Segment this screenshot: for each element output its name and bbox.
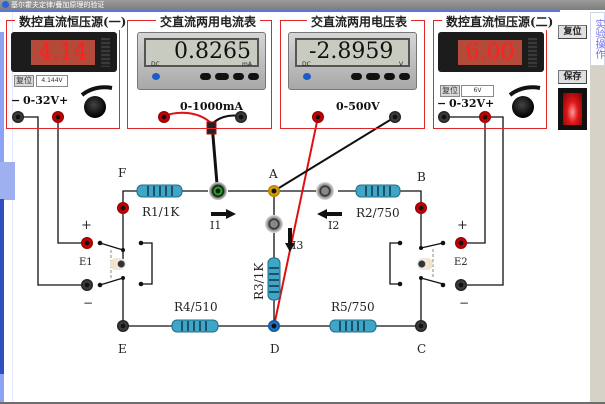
e1-negative-terminal[interactable] (81, 279, 93, 291)
node-label-f: F (118, 166, 127, 180)
r2-label: R2/750 (356, 206, 400, 220)
i3-label: I3 (292, 239, 304, 252)
dc-source-2-display: 6.00 (458, 40, 522, 65)
ammeter-brand-icon (152, 73, 160, 80)
ammeter-set-button[interactable] (215, 73, 229, 80)
e1-positive-terminal[interactable] (81, 237, 93, 249)
node-label-c: C (417, 342, 427, 356)
power-switch-lamp[interactable] (558, 88, 587, 130)
window-titlebar: 基尔霍夫定律/叠加原理的验证 (0, 0, 605, 10)
voltmeter-reading: -2.8959 (309, 39, 394, 64)
ammeter-unit: mA (242, 61, 252, 68)
ammeter-up-button[interactable] (248, 73, 259, 80)
dc-source-2-display-case: 6.00 (438, 32, 544, 72)
voltmeter-down-button[interactable] (384, 73, 395, 80)
e2-positive-terminal[interactable] (455, 237, 467, 249)
dc-source-1-title: 数控直流恒压源(一) (15, 13, 131, 30)
ammeter-negative-terminal[interactable] (235, 111, 247, 123)
e1-minus-label: − (83, 296, 94, 310)
ammeter-positive-terminal[interactable] (158, 111, 170, 123)
reset-button[interactable]: 复位 (558, 25, 587, 39)
node-b-terminal[interactable] (415, 202, 427, 214)
dc-source-2-plus: + (485, 97, 495, 110)
e2-minus-label: − (459, 296, 470, 310)
dc-source-1-reset-button[interactable]: 复位 (14, 75, 34, 87)
dc-source-1-positive-terminal[interactable] (52, 111, 64, 123)
node-f-terminal[interactable] (117, 202, 129, 214)
node-c-terminal[interactable] (415, 320, 427, 332)
ammeter-range: 0-1000mA (180, 100, 244, 113)
side-panel: 实验操作 (590, 12, 605, 402)
save-button[interactable]: 保存 (558, 70, 587, 84)
e2-plus-label: + (457, 218, 468, 233)
node-label-e: E (118, 342, 127, 356)
dc-source-1-voltage-knob[interactable] (84, 96, 106, 118)
voltmeter-negative-terminal[interactable] (389, 111, 401, 123)
i3-current-socket[interactable] (265, 215, 283, 233)
ammeter-down-button[interactable] (233, 73, 244, 80)
voltmeter-set-button[interactable] (366, 73, 380, 80)
dc-source-1-plus: + (59, 94, 69, 107)
voltmeter-range: 0-500V (336, 100, 380, 113)
e1-label: E1 (79, 257, 93, 268)
node-a-terminal[interactable] (268, 185, 280, 197)
ammeter-reading: 0.8265 (174, 39, 251, 64)
dc-source-2-positive-terminal[interactable] (479, 111, 491, 123)
dc-source-1-setpoint[interactable]: 4.144V (36, 75, 68, 87)
node-label-a: A (269, 167, 278, 181)
voltmeter-unit: V (399, 61, 404, 68)
dc-source-2-reset-button[interactable]: 复位 (440, 85, 460, 97)
r3-label: R3/1K (252, 262, 266, 300)
ammeter-left-button[interactable] (200, 73, 211, 80)
voltmeter-title: 交直流两用电压表 (307, 13, 412, 30)
voltmeter-up-button[interactable] (399, 73, 410, 80)
i2-label: I2 (328, 219, 340, 232)
r4-label: R4/510 (174, 300, 218, 314)
dc-source-1-display-case: 4.14 (11, 32, 117, 72)
ammeter-mode: DC (151, 61, 160, 68)
e2-negative-terminal[interactable] (455, 279, 467, 291)
dc-source-1-panel: 数控直流恒压源(一) (6, 13, 131, 129)
ammeter-title: 交直流两用电流表 (156, 13, 261, 30)
voltmeter-left-button[interactable] (351, 73, 362, 80)
voltmeter-positive-terminal[interactable] (312, 111, 324, 123)
dc-source-2-voltage-knob[interactable] (512, 96, 534, 118)
dc-source-2-setpoint[interactable]: 6V (461, 85, 494, 97)
voltmeter-panel: 交直流两用电压表 (280, 13, 425, 129)
app-logo-icon (2, 1, 9, 8)
i1-label: I1 (210, 219, 222, 232)
dc-source-1-display: 4.14 (31, 40, 95, 65)
ammeter-body: DC 0.8265 mA (137, 32, 266, 90)
node-label-b: B (417, 170, 426, 184)
dc-source-2-negative-terminal[interactable] (438, 111, 450, 123)
e2-label: E2 (454, 257, 468, 268)
i2-current-socket[interactable] (316, 182, 334, 200)
left-scroll-rail[interactable] (0, 12, 15, 404)
e2-toggle-switch[interactable] (417, 258, 433, 270)
dc-source-1-range: 0-32V (23, 94, 60, 107)
voltmeter-mode: DC (302, 61, 311, 68)
node-label-d: D (270, 342, 280, 356)
r1-label: R1/1K (142, 205, 180, 219)
voltmeter-body: DC -2.8959 V (288, 32, 417, 90)
window-title: 基尔霍夫定律/叠加原理的验证 (11, 1, 105, 9)
e1-plus-label: + (81, 218, 92, 233)
r5-label: R5/750 (331, 300, 375, 314)
dc-source-1-negative-terminal[interactable] (12, 111, 24, 123)
node-e-terminal[interactable] (117, 320, 129, 332)
voltmeter-brand-icon (303, 73, 311, 80)
bottom-border (0, 402, 605, 404)
frame-top-border (0, 10, 560, 12)
dc-source-2-title: 数控直流恒压源(二) (442, 13, 558, 30)
ammeter-panel: 交直流两用电流表 (127, 13, 272, 129)
node-d-terminal[interactable] (268, 320, 280, 332)
dc-source-2-panel: 数控直流恒压源(二) (433, 13, 558, 129)
dc-source-2-range: 0-32V (449, 97, 486, 110)
i1-current-socket[interactable] (209, 182, 227, 200)
dc-source-2-minus: − (437, 97, 447, 110)
e1-toggle-switch[interactable] (110, 258, 126, 270)
dc-source-1-minus: − (11, 94, 21, 107)
tab-experiment-operations[interactable]: 实验操作 (590, 12, 605, 66)
